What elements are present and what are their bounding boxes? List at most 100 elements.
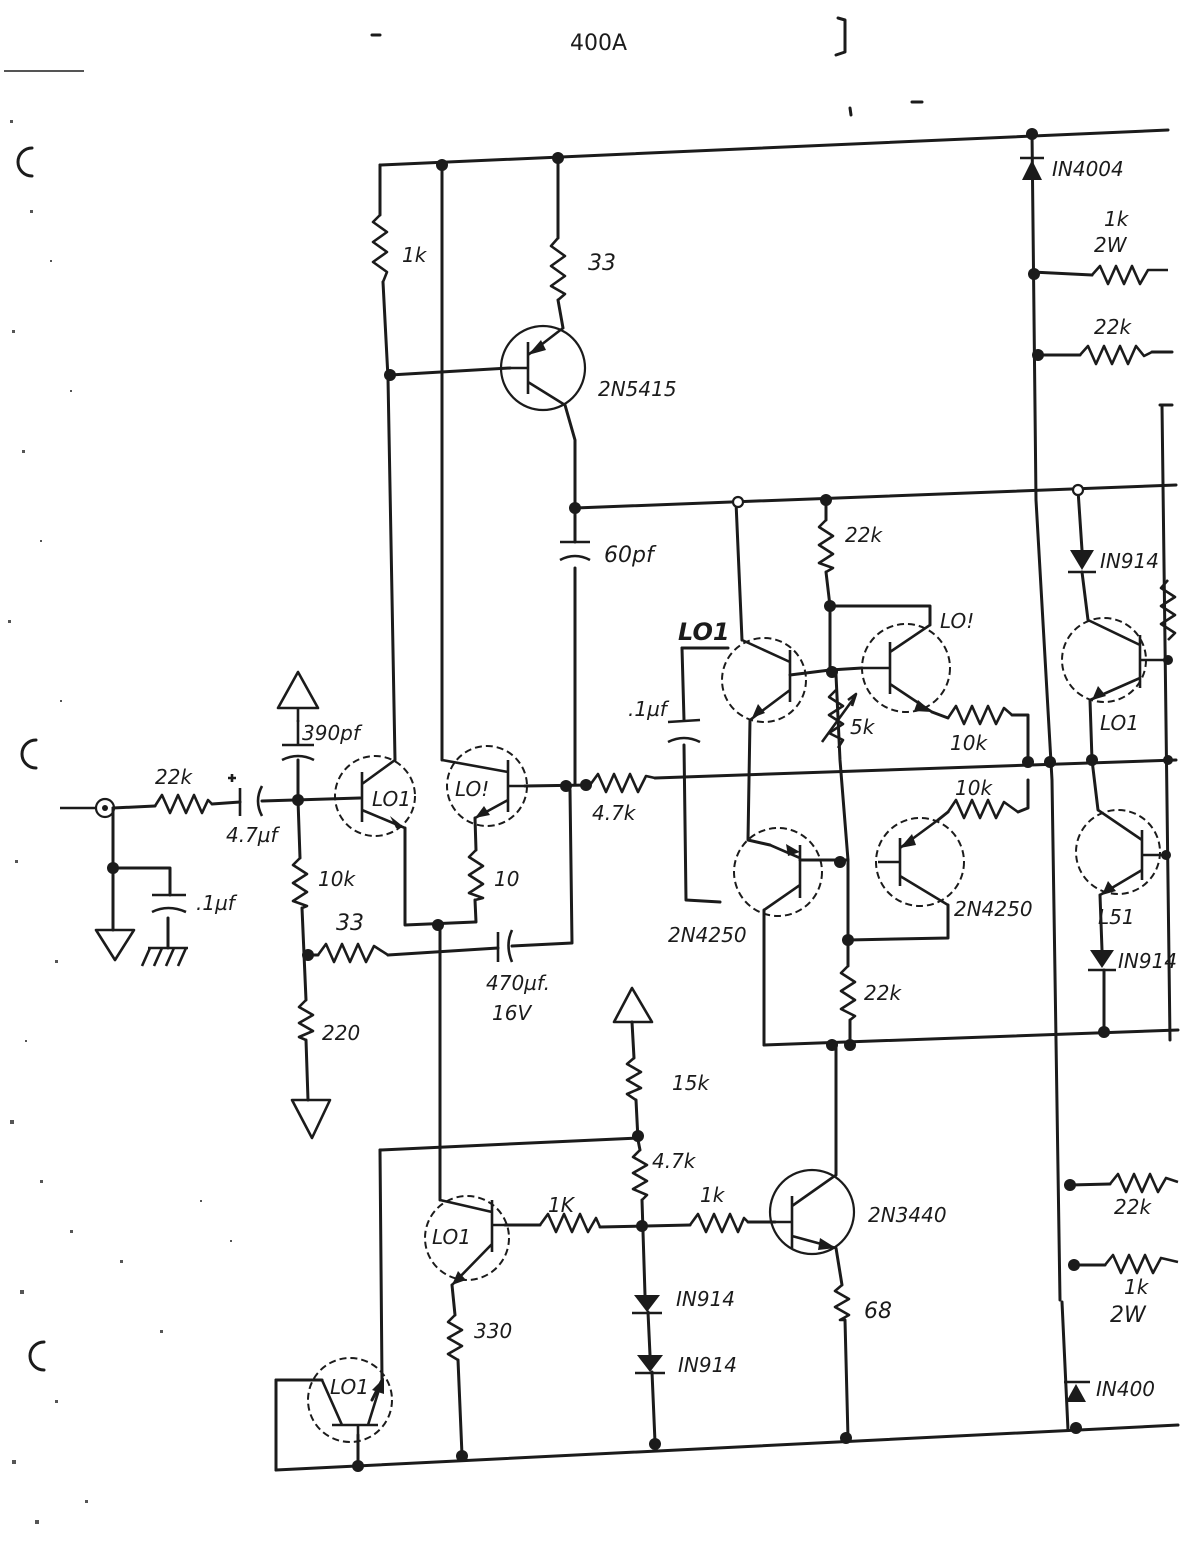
ground-symbols: [60, 670, 654, 1140]
capacitor-470uf: [496, 929, 514, 963]
supply-arrow-15k: [612, 986, 654, 1024]
wires: [111, 128, 1180, 1472]
transistor-2n5415: [499, 324, 587, 412]
resistor-4-7k-lower: [631, 1149, 649, 1201]
label-c-4-7uf: 4.7µf: [226, 823, 281, 847]
label-r-4-7k-mid: 4.7k: [592, 801, 637, 825]
label-d-1n914-low-b: IN914: [678, 1353, 737, 1377]
capacitor-0-1uf-in: [151, 893, 187, 914]
label-c-390pf: 390pf: [302, 721, 363, 745]
transistor-2n4250-a: [733, 827, 823, 917]
resistor-10k-in: [291, 857, 309, 910]
page-title: 400A: [570, 31, 627, 56]
capacitor-60pf: [559, 540, 591, 562]
label-r-33-top: 33: [588, 251, 616, 276]
resistor-220: [297, 999, 315, 1042]
resistor-1k-top: [371, 214, 389, 283]
resistor-330: [446, 1314, 464, 1362]
label-c-60pf: 60pf: [604, 543, 657, 568]
capacitors: [151, 540, 701, 963]
resistor-22k-right: [1079, 344, 1153, 366]
label-r-33-fb: 33: [336, 911, 364, 936]
label-r-68: 68: [864, 1299, 892, 1324]
label-r-22k-lower: 22k: [864, 981, 902, 1005]
resistor-5k-trim: [827, 689, 845, 749]
label-q-lo1-in-a: LO1: [372, 787, 411, 811]
transistor-lo1-far-right: [1061, 617, 1168, 703]
capacitor-0-1uf-mid: [667, 718, 701, 744]
label-q-lo1-low: LO1: [432, 1225, 471, 1249]
label-r-1k-lo1: 1K: [548, 1193, 576, 1217]
resistor-15k: [625, 1057, 643, 1102]
transistor-l51: [1075, 808, 1166, 897]
label-r-10-emit: 10: [494, 867, 519, 891]
binder-holes: [16, 146, 46, 1372]
label-r-1k-q3440: 1k: [700, 1183, 726, 1207]
diode-1n914-low-a: [632, 1295, 662, 1315]
resistors: [153, 214, 1179, 1362]
label-c-1uf-mid: .1µf: [628, 697, 670, 721]
input-jack: [60, 797, 116, 819]
label-q-lo1-upper-mid: LO1: [678, 618, 730, 646]
resistor-1k-lo1: [538, 1212, 602, 1234]
label-c-470uf-v: 16V: [492, 1001, 532, 1025]
junction-dots: [107, 128, 1173, 1472]
label-r-1k2w-bottom: 1k: [1124, 1275, 1150, 1299]
resistor-1k-q3440: [688, 1212, 749, 1234]
transistor-lo1-bottom: [307, 1357, 393, 1443]
label-q-lo1-upper-right: LO!: [940, 609, 974, 633]
component-labels: 1k 33 2N5415 60pf 22k IN4004 1k 2W 22k I…: [155, 157, 1177, 1401]
resistor-far-right-a: [1159, 579, 1177, 641]
transistor-lo1-upper-right: [861, 623, 951, 714]
resistor-4-7k-mid: [588, 772, 656, 794]
capacitor-390pf: [281, 720, 315, 762]
label-r-4-7k-lower: 4.7k: [652, 1149, 697, 1173]
resistor-68: [833, 1284, 851, 1322]
label-q-lo1-far-right: LO1: [1100, 711, 1139, 735]
scan-noise: [4, 70, 232, 1524]
label-d-1n4004-top: IN4004: [1052, 157, 1124, 181]
label-d-1n914-r2: IN914: [1118, 949, 1177, 973]
label-r-22k-right: 22k: [1094, 315, 1132, 339]
chassis-ground: [140, 946, 188, 967]
diode-1n4004-top: [1020, 156, 1044, 180]
label-q-2n4250-b: 2N4250: [954, 897, 1033, 921]
resistor-1k-2w-bottom: [1103, 1253, 1179, 1275]
diode-1n4004-bottom: [1064, 1380, 1090, 1402]
label-r-220: 220: [322, 1021, 360, 1045]
label-r-1k2w-top: 1k: [1104, 207, 1130, 231]
label-q-2n3440: 2N3440: [868, 1203, 947, 1227]
diode-1n914-r2: [1088, 950, 1116, 972]
label-q-lo1-in-b: LO!: [455, 777, 489, 801]
label-c-1uf-in: .1µf: [196, 891, 238, 915]
transistor-lo1-low: [424, 1195, 510, 1286]
label-d-1n914-r1: IN914: [1100, 549, 1159, 573]
label-r-10k-in: 10k: [318, 867, 356, 891]
label-r-1k2w-bottom-w: 2W: [1110, 1303, 1147, 1328]
label-c-470uf: 470µf.: [486, 971, 550, 995]
label-d-1n4004-bottom: IN400: [1096, 1377, 1155, 1401]
resistor-1k-2w-top: [1091, 264, 1168, 286]
label-r-22k-in: 22k: [155, 765, 193, 789]
ground-triangle-220: [290, 1098, 332, 1140]
capacitor-4-7uf: [228, 774, 264, 817]
label-r-22k-mid: 22k: [845, 523, 883, 547]
resistor-22k-bottom-right: [1108, 1172, 1179, 1194]
transistor-lo1-in-a: [334, 755, 416, 837]
label-r-330: 330: [474, 1319, 512, 1343]
label-r-10k-a: 10k: [950, 731, 988, 755]
resistor-10-emit: [467, 849, 485, 902]
label-r-15k: 15k: [672, 1071, 710, 1095]
resistor-22k-mid: [817, 519, 835, 574]
label-r-10k-b: 10k: [955, 776, 993, 800]
trim-arrow: [820, 692, 858, 743]
transistor-2n4250-b: [875, 817, 965, 907]
label-q-2n5415: 2N5415: [598, 377, 677, 401]
label-d-1n914-low-a: IN914: [676, 1287, 735, 1311]
label-r-1k2w-top-w: 2W: [1094, 233, 1128, 257]
diode-1n914-low-b: [635, 1355, 665, 1375]
transistor-2n3440: [768, 1168, 856, 1256]
resistor-22k-in: [153, 793, 213, 815]
label-q-lo1-bottom: LO1: [330, 1375, 369, 1399]
